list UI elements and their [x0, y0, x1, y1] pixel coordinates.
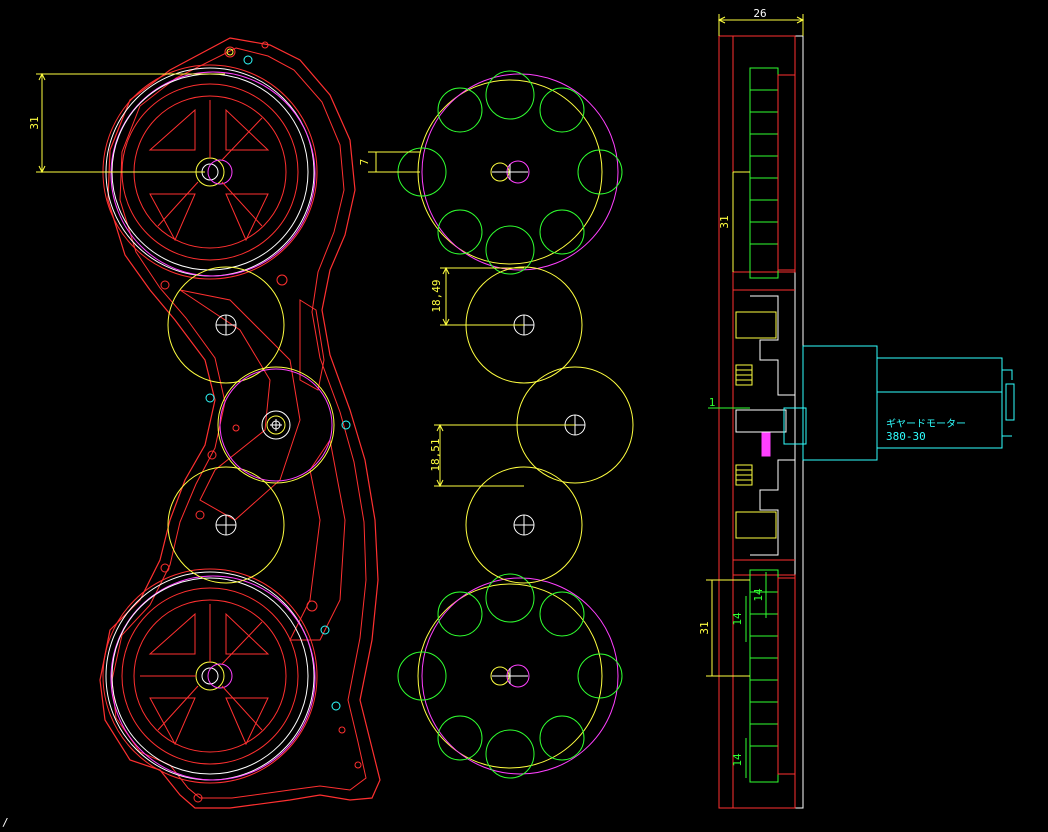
side-section-view — [706, 14, 1015, 809]
middle-gear-view — [368, 70, 634, 779]
left-idler-gears — [167, 266, 335, 584]
side-dim-14b-label: 14 — [752, 588, 765, 602]
left-lower-wheel — [102, 568, 318, 784]
side-dim-31-bottom-label: 31 — [698, 621, 711, 634]
left-dim-31-label: 31 — [28, 116, 41, 129]
frame-inner-outline — [111, 47, 367, 799]
middle-dimensions — [368, 151, 575, 488]
motor-model-label: 380-30 — [886, 430, 926, 443]
middle-dim-18-49-label: 18,49 — [430, 279, 443, 312]
side-dim-14c-label: 14 — [731, 753, 744, 767]
gear-motor — [783, 345, 1015, 461]
left-frame-view — [36, 37, 381, 809]
motor-name-label: ギヤードモーター — [886, 418, 966, 430]
side-lower-gear — [749, 569, 796, 783]
frame-arm-lower — [289, 438, 346, 641]
left-holes — [160, 41, 362, 803]
side-plate-right — [794, 35, 804, 809]
side-dimensions — [706, 14, 805, 778]
frame-slot — [299, 299, 325, 391]
side-upper-gear — [749, 67, 796, 279]
side-frame-bottom — [732, 574, 796, 809]
middle-top-wheel — [397, 70, 623, 275]
side-frame-mid — [733, 271, 795, 576]
side-dim-31-top-label: 31 — [718, 215, 731, 228]
middle-dim-7-label: 7 — [358, 159, 371, 166]
frame-arm-upper — [179, 289, 301, 521]
left-dim-31 — [36, 72, 225, 174]
middle-dim-18-51-label: 18,51 — [429, 438, 442, 471]
frame-outline — [99, 37, 381, 809]
corner-mark: / — [2, 816, 9, 829]
left-center-drive — [219, 368, 333, 482]
side-dim-14a-label: 14 — [731, 612, 744, 626]
side-frame-top — [732, 35, 796, 273]
side-plate-left — [718, 35, 734, 809]
side-dim-1-label: 1 — [709, 396, 716, 409]
side-middle-gears — [735, 295, 796, 556]
middle-bottom-wheel — [397, 573, 623, 779]
side-dim-26-label: 26 — [753, 7, 766, 20]
